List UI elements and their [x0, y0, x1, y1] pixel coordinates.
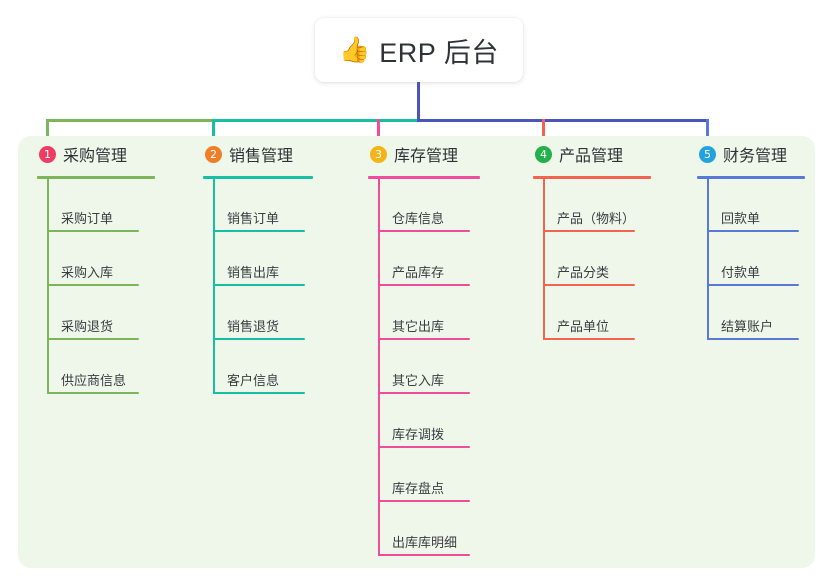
branch-header-5[interactable]: 5 财务管理 [699, 142, 787, 166]
branch-spine-4 [543, 176, 545, 340]
branch-title-5: 财务管理 [723, 148, 788, 165]
branch-header-2[interactable]: 2 销售管理 [205, 142, 293, 166]
branch-item[interactable]: 仓库信息 [378, 200, 482, 232]
branch-badge-5: 5 [699, 145, 716, 163]
branch-rule-3 [368, 176, 480, 179]
branch-item-rule [47, 230, 139, 232]
branch-item-label: 出库库明细 [392, 535, 458, 550]
branch-item[interactable]: 销售出库 [213, 254, 317, 286]
branch-item-label: 回款单 [721, 211, 761, 226]
bar-segment-2 [213, 119, 419, 122]
branch-item-label: 采购入库 [61, 265, 114, 280]
branch-item[interactable]: 库存盘点 [378, 470, 482, 502]
branch-item[interactable]: 产品库存 [378, 254, 482, 286]
branch-item-rule [543, 338, 635, 340]
branch-item[interactable]: 产品（物料） [543, 200, 647, 232]
branch-item-rule [378, 392, 470, 394]
branch-badge-2: 2 [205, 145, 222, 163]
branch-item[interactable]: 销售订单 [213, 200, 317, 232]
branch-item-label: 销售订单 [227, 211, 280, 226]
thumbs-up-icon: 👍 [339, 35, 371, 64]
branch-item[interactable]: 其它入库 [378, 362, 482, 394]
branch-spine-5 [707, 176, 709, 340]
branch-badge-3: 3 [370, 145, 387, 163]
branch-item-rule [213, 230, 305, 232]
branch-item[interactable]: 采购订单 [47, 200, 151, 232]
branch-item[interactable]: 销售退货 [213, 308, 317, 340]
branch-item-label: 产品库存 [392, 265, 445, 280]
branch-title-4: 产品管理 [559, 148, 624, 165]
branch-item-rule [47, 284, 139, 286]
branch-item-rule [707, 230, 799, 232]
branch-header-1[interactable]: 1 采购管理 [39, 142, 127, 166]
branch-item-rule [213, 338, 305, 340]
root-node[interactable]: 👍 ERP 后台 [315, 18, 523, 82]
branch-title-3: 库存管理 [394, 148, 459, 165]
branch-item[interactable]: 供应商信息 [47, 362, 151, 394]
branch-item-label: 产品（物料） [557, 211, 636, 226]
branch-item[interactable]: 客户信息 [213, 362, 317, 394]
branch-item-rule [378, 338, 470, 340]
branch-item-rule [378, 500, 470, 502]
branch-item-rule [543, 284, 635, 286]
branch-header-3[interactable]: 3 库存管理 [370, 142, 458, 166]
branch-item[interactable]: 采购入库 [47, 254, 151, 286]
branch-item-label: 供应商信息 [61, 373, 127, 388]
branch-badge-1: 1 [39, 145, 56, 163]
branch-item-rule [707, 338, 799, 340]
branch-item-label: 付款单 [721, 265, 761, 280]
branch-item-rule [47, 338, 139, 340]
branch-item-label: 销售退货 [227, 319, 280, 334]
branch-item-label: 其它出库 [392, 319, 445, 334]
branch-item-rule [378, 446, 470, 448]
branches-panel [18, 136, 815, 568]
branch-item[interactable]: 付款单 [707, 254, 811, 286]
branch-item[interactable]: 结算账户 [707, 308, 811, 340]
branch-item-rule [378, 284, 470, 286]
branch-title-2: 销售管理 [229, 148, 294, 165]
branch-item-rule [378, 554, 470, 556]
branch-item-label: 仓库信息 [392, 211, 445, 226]
branch-item-rule [543, 230, 635, 232]
bar-segment-1 [46, 119, 213, 122]
branch-item-label: 产品单位 [557, 319, 610, 334]
branch-item-rule [213, 392, 305, 394]
root-stem [417, 82, 420, 122]
bar-segment-3 [417, 119, 709, 122]
branch-item-label: 其它入库 [392, 373, 445, 388]
branch-item[interactable]: 产品单位 [543, 308, 647, 340]
branch-item-label: 库存调拨 [392, 427, 445, 442]
branch-item[interactable]: 产品分类 [543, 254, 647, 286]
branch-item-rule [47, 392, 139, 394]
branch-item[interactable]: 库存调拨 [378, 416, 482, 448]
branch-rule-5 [697, 176, 805, 179]
branch-title-1: 采购管理 [63, 148, 128, 165]
branch-item-label: 产品分类 [557, 265, 610, 280]
root-title: ERP 后台 [379, 37, 499, 68]
branch-item-label: 结算账户 [721, 319, 774, 334]
branch-item-label: 采购退货 [61, 319, 114, 334]
branch-header-4[interactable]: 4 产品管理 [535, 142, 623, 166]
branch-item[interactable]: 其它出库 [378, 308, 482, 340]
branch-item-label: 采购订单 [61, 211, 114, 226]
branch-rule-4 [533, 176, 651, 179]
branch-item-rule [707, 284, 799, 286]
branch-item[interactable]: 出库库明细 [378, 524, 482, 556]
branch-item[interactable]: 回款单 [707, 200, 811, 232]
branch-rule-2 [203, 176, 313, 179]
branch-item-label: 销售出库 [227, 265, 280, 280]
branch-item-rule [213, 284, 305, 286]
branch-item[interactable]: 采购退货 [47, 308, 151, 340]
branch-rule-1 [37, 176, 155, 179]
branch-item-rule [378, 230, 470, 232]
branch-badge-4: 4 [535, 145, 552, 163]
branch-item-label: 库存盘点 [392, 481, 445, 496]
branch-item-label: 客户信息 [227, 373, 280, 388]
branch-spine-3 [378, 176, 380, 556]
